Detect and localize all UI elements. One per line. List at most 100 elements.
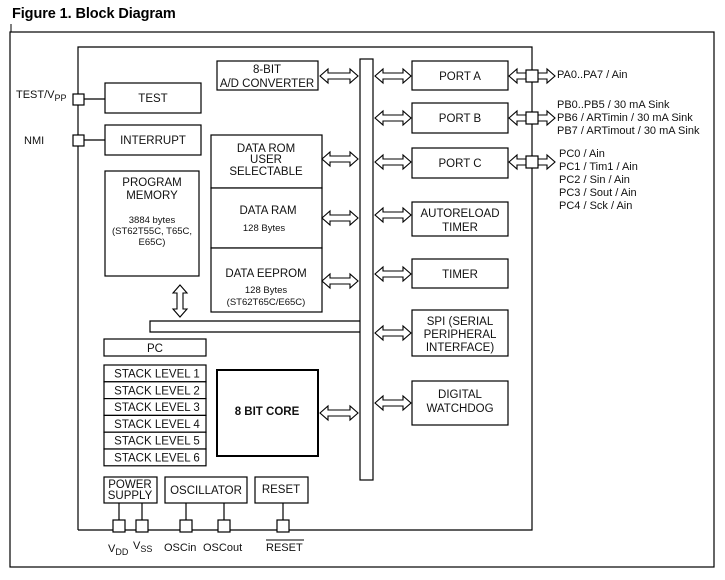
vdd-pin-pad[interactable] (112, 519, 126, 533)
test-vpp-subscript: PP (55, 93, 67, 103)
oscin-label: OSCin (164, 542, 196, 554)
svg-text:PORT B: PORT B (439, 113, 482, 125)
interrupt-block: INTERRUPT (104, 124, 202, 156)
svg-text:MEMORY: MEMORY (126, 190, 178, 202)
core-arrow (319, 404, 359, 422)
ad-converter-arrow (319, 67, 359, 85)
svg-text:OSCILLATOR: OSCILLATOR (170, 485, 242, 497)
nmi-pin-pad[interactable] (72, 134, 85, 147)
port-c-block: PORT C (411, 147, 509, 179)
figure-title: Figure 1. Block Diagram (12, 6, 176, 22)
bus-arrow (374, 394, 412, 412)
data-rom-block: DATA ROM USER SELECTABLE (210, 134, 323, 189)
port-c-pin-labels: PC0 / Ain PC1 / Tim1 / Ain PC2 / Sin / A… (559, 148, 638, 212)
stack-level-label: STACK LEVEL 2 (114, 385, 200, 397)
power-supply-block: POWER SUPPLY (103, 476, 158, 504)
oscin-pin-pad[interactable] (179, 519, 193, 533)
port-a-pin-labels: PA0..PA7 / Ain (557, 69, 628, 81)
test-pin-group: TEST/VPP (16, 89, 105, 106)
stack-level-label: STACK LEVEL 1 (114, 369, 200, 381)
pin-label: PC3 / Sout / Ain (559, 187, 637, 199)
spi-block: SPI (SERIAL PERIPHERAL INTERFACE) (411, 309, 509, 357)
nmi-pin-group: NMI (24, 134, 105, 147)
data-eeprom-block: DATA EEPROM 128 Bytes (ST62T65C/E65C) (210, 247, 323, 313)
svg-text:INTERFACE): INTERFACE) (426, 342, 495, 354)
bus-arrow (374, 109, 412, 127)
test-pin-pad[interactable] (72, 93, 85, 106)
svg-text:TIMER: TIMER (442, 269, 478, 281)
bus-arrow (374, 153, 412, 171)
svg-text:(ST62T65C/E65C): (ST62T65C/E65C) (227, 297, 306, 308)
pin-label: PC0 / Ain (559, 148, 605, 160)
reset-pin-label: RESET (266, 542, 303, 554)
svg-text:USER: USER (250, 154, 282, 166)
svg-text:DIGITAL: DIGITAL (438, 389, 482, 401)
svg-text:PROGRAM: PROGRAM (122, 177, 181, 189)
svg-text:128 Bytes: 128 Bytes (243, 223, 285, 234)
outer-frame (9, 31, 715, 568)
svg-text:SPI (SERIAL: SPI (SERIAL (427, 316, 494, 328)
svg-text:PORT C: PORT C (438, 158, 481, 170)
svg-text:128 Bytes: 128 Bytes (245, 285, 287, 296)
svg-text:DATA EEPROM: DATA EEPROM (225, 268, 306, 280)
svg-text:8-BIT: 8-BIT (253, 64, 281, 76)
program-memory-block: PROGRAM MEMORY 3884 bytes (ST62T55C, T65… (104, 170, 200, 277)
pc-register: PC (103, 338, 207, 357)
svg-text:(ST62T55C, T65C,: (ST62T55C, T65C, (112, 226, 192, 237)
pin-label: PB6 / ARTimin / 30 mA Sink (557, 112, 693, 124)
data-ram-arrow (321, 209, 359, 227)
svg-text:RESET: RESET (262, 484, 300, 496)
svg-text:SELECTABLE: SELECTABLE (229, 166, 303, 178)
data-rom-arrow (321, 150, 359, 168)
svg-text:WATCHDOG: WATCHDOG (426, 403, 493, 415)
bus-arrow (374, 206, 412, 224)
reset-block: RESET (254, 476, 309, 504)
svg-text:DATA RAM: DATA RAM (239, 205, 296, 217)
svg-text:TEST/VPP: TEST/VPP (16, 89, 67, 103)
oscillator-block: OSCILLATOR (164, 476, 248, 504)
port-b-pin-labels: PB0..PB5 / 30 mA Sink PB6 / ARTimin / 30… (557, 99, 700, 137)
pin-label: PC4 / Sck / Ain (559, 200, 632, 212)
vss-pin-pad[interactable] (135, 519, 149, 533)
stack-level-label: STACK LEVEL 5 (114, 436, 200, 448)
svg-text:3884 bytes: 3884 bytes (129, 215, 176, 226)
bus-arrow (374, 265, 412, 283)
port-b-block: PORT B (411, 102, 509, 134)
chip-boundary (77, 46, 533, 531)
pin-label: PA0..PA7 / Ain (557, 69, 628, 81)
autoreload-timer-block: AUTORELOAD TIMER (411, 201, 509, 237)
svg-text:TEST: TEST (138, 93, 167, 105)
bottom-pins (112, 503, 290, 533)
vss-label: VSS (133, 540, 152, 554)
oscout-pin-pad[interactable] (217, 519, 231, 533)
svg-text:AUTORELOAD: AUTORELOAD (420, 208, 499, 220)
svg-text:8 BIT CORE: 8 BIT CORE (235, 406, 300, 418)
port-a-pin-pad[interactable] (525, 69, 539, 83)
svg-text:INTERRUPT: INTERRUPT (120, 135, 186, 147)
pin-label: PB0..PB5 / 30 mA Sink (557, 99, 670, 111)
svg-text:PERIPHERAL: PERIPHERAL (424, 329, 497, 341)
oscout-label: OSCout (203, 542, 242, 554)
bus-arrows (374, 67, 412, 412)
stack-level-label: STACK LEVEL 6 (114, 453, 200, 465)
svg-text:PORT A: PORT A (439, 71, 481, 83)
core-block: 8 BIT CORE (216, 369, 319, 457)
svg-text:PC: PC (147, 343, 163, 355)
pin-label: PB7 / ARTimout / 30 mA Sink (557, 125, 700, 137)
program-memory-arrow (171, 284, 189, 318)
svg-text:POWER: POWER (108, 479, 151, 491)
data-ram-block: DATA RAM 128 Bytes (210, 187, 323, 249)
port-pins (508, 67, 556, 171)
nmi-label: NMI (24, 135, 44, 147)
memory-bus-path (149, 320, 360, 333)
reset-pin-pad[interactable] (276, 519, 290, 533)
watchdog-block: DIGITAL WATCHDOG (411, 380, 509, 426)
test-block: TEST (104, 82, 202, 114)
stack-level-label: STACK LEVEL 4 (114, 419, 200, 431)
port-b-pin-pad[interactable] (525, 111, 539, 125)
svg-text:DATA ROM: DATA ROM (237, 143, 295, 155)
port-c-pin-pad[interactable] (525, 155, 539, 169)
timer-block: TIMER (411, 258, 509, 289)
